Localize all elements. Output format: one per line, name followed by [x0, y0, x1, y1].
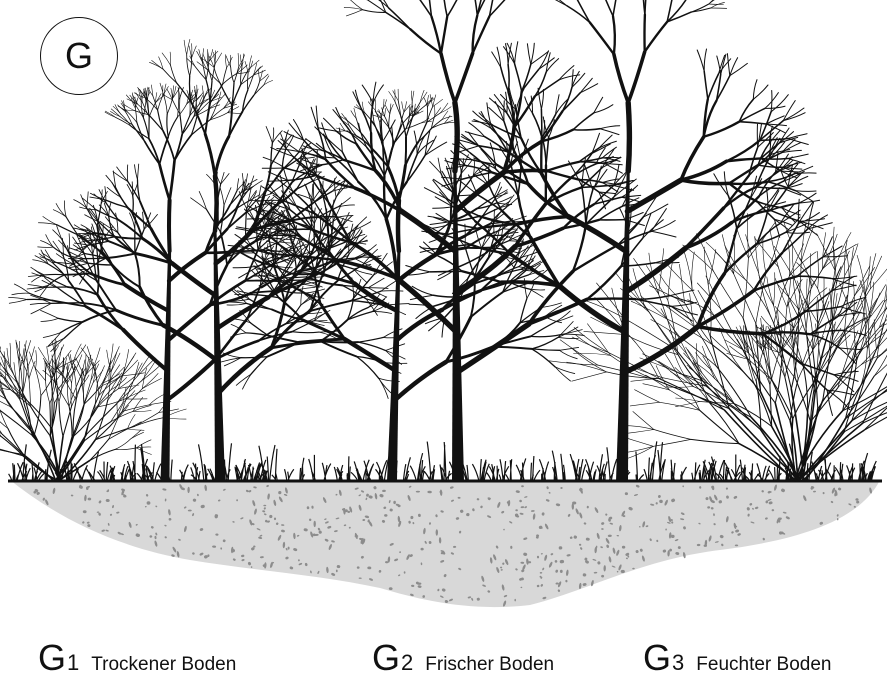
caption-text: Frischer Boden: [425, 655, 554, 674]
grass-tuft-icon: [110, 466, 115, 481]
grass-tuft-icon: [636, 451, 644, 481]
grass-tuft-icon: [98, 462, 112, 482]
grass-tuft-icon: [347, 456, 350, 481]
grass-tuft-icon: [561, 454, 566, 481]
grass-tuft-icon: [847, 463, 855, 481]
shrub-icon: [0, 339, 186, 481]
grass-tuft-icon: [180, 465, 189, 481]
figure-badge: G: [40, 17, 118, 95]
grass-tuft-icon: [191, 463, 200, 481]
caption-number: 1: [67, 652, 79, 674]
grass-tuft-icon: [607, 447, 617, 481]
grass-tuft-icon: [322, 463, 331, 481]
grass-tuft-icon: [740, 460, 746, 481]
grass-tuft-icon: [424, 442, 434, 481]
grass-tuft-icon: [725, 455, 743, 482]
grass-tuft-icon: [364, 461, 374, 481]
caption-number: 2: [401, 652, 413, 674]
grass-tuft-icon: [143, 462, 161, 481]
soil-speckle: [507, 501, 509, 503]
grass-tuft-icon: [671, 460, 675, 481]
caption-g1: G 1 Trockener Boden: [38, 640, 236, 676]
grass-tuft-icon: [334, 465, 343, 481]
grass-tuft-icon: [272, 449, 278, 481]
grass-tuft-icon: [472, 459, 489, 481]
grass-tuft-icon: [539, 459, 548, 481]
soil-speckle: [416, 491, 420, 493]
grass-tuft-icon: [309, 455, 316, 481]
grass-tuft-icon: [300, 458, 305, 481]
grass-tuft-icon: [403, 457, 410, 481]
caption-code: G: [38, 640, 66, 676]
soil-speckle: [421, 548, 424, 551]
grass-tuft-icon: [680, 467, 686, 481]
badge-label: G: [65, 38, 93, 74]
soil-speckle: [528, 561, 531, 563]
grass-tuft-icon: [86, 452, 99, 481]
deciduous-tree-icon: [30, 39, 409, 481]
caption-code: G: [372, 640, 400, 676]
grass-tuft-icon: [516, 458, 526, 481]
caption-text: Feuchter Boden: [696, 655, 831, 674]
grass-tuft-icon: [570, 454, 586, 481]
caption-number: 3: [672, 652, 684, 674]
soil-layer: [10, 480, 880, 607]
soil-speckle: [314, 521, 316, 527]
grass-tuft-icon: [531, 456, 540, 481]
caption-g3: G 3 Feuchter Boden: [643, 640, 831, 676]
caption-g2: G 2 Frischer Boden: [372, 640, 554, 676]
grass-tuft-icon: [285, 469, 294, 481]
grass-tuft-icon: [835, 462, 843, 481]
grass-tuft-icon: [128, 445, 137, 481]
caption-code: G: [643, 640, 671, 676]
grass-tuft-icon: [552, 451, 557, 481]
grass-tuft-icon: [586, 459, 597, 481]
grass-tuft-icon: [121, 464, 130, 481]
grass-tuft-icon: [199, 444, 208, 481]
grass-tuft-icon: [757, 463, 770, 481]
caption-text: Trockener Boden: [91, 655, 236, 674]
grass-tuft-icon: [410, 453, 425, 481]
grass-tuft-icon: [692, 462, 700, 481]
soil-speckle: [436, 529, 438, 535]
grass-tuft-icon: [658, 442, 665, 481]
grass-tuft-icon: [826, 465, 835, 481]
shrub-icon: [549, 213, 887, 481]
grass-tuft-icon: [597, 454, 607, 481]
